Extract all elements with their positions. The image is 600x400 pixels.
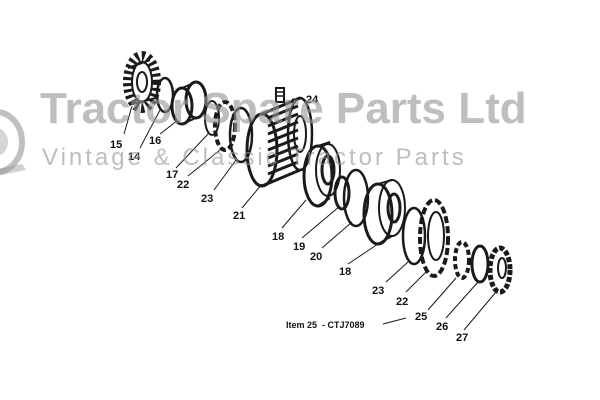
part-22-tab-washer-upper — [213, 100, 237, 152]
callout-22-upper: 22 — [177, 179, 189, 191]
callout-17: 17 — [166, 169, 178, 181]
watermark-company-name: Tractor Spare Parts Ltd — [40, 84, 527, 133]
part-25-spacer — [470, 244, 490, 284]
part-20-circlip — [342, 168, 370, 228]
callout-21: 21 — [233, 210, 245, 222]
callout-15: 15 — [110, 139, 122, 151]
part-21-drum — [245, 96, 314, 188]
part-17-ring — [204, 100, 220, 136]
callout-23-lower: 23 — [372, 285, 384, 297]
callout-18-upper: 18 — [272, 231, 284, 243]
part-18-bearing-upper — [302, 141, 341, 208]
callout-27: 27 — [456, 332, 468, 344]
callout-22-lower: 22 — [396, 296, 408, 308]
leader-lines — [123, 98, 497, 331]
part-27-nut — [487, 245, 513, 295]
part-23-circlip-lower — [401, 206, 427, 266]
part-15-splined-gear — [123, 51, 161, 113]
callout-25: 25 — [415, 311, 427, 323]
part-22-tab-washer-lower — [418, 198, 450, 278]
item-25-note: Item 25 - CTJ7089 — [286, 320, 365, 330]
part-18-bearing-lower — [362, 179, 406, 246]
callout-18-lower: 18 — [339, 266, 351, 278]
part-19-spacer — [333, 175, 351, 211]
watermark-tagline: Vintage & Classic Tractor Parts — [42, 144, 467, 171]
callout-23-upper: 23 — [201, 193, 213, 205]
part-26-lock-washer — [453, 240, 471, 280]
callout-24: 24 — [306, 94, 319, 106]
part-24-pin — [275, 87, 285, 103]
callout-14: 14 — [128, 151, 141, 163]
callout-19: 19 — [293, 241, 305, 253]
callout-20: 20 — [310, 251, 322, 263]
part-16-bushing — [170, 80, 208, 126]
callout-26: 26 — [436, 321, 448, 333]
part-23-circlip-upper — [228, 106, 254, 164]
callout-16: 16 — [149, 135, 161, 147]
watermark-logo-icon — [0, 109, 26, 176]
callout-labels: 15 14 16 17 22 23 24 21 18 19 20 18 23 2… — [110, 94, 468, 344]
